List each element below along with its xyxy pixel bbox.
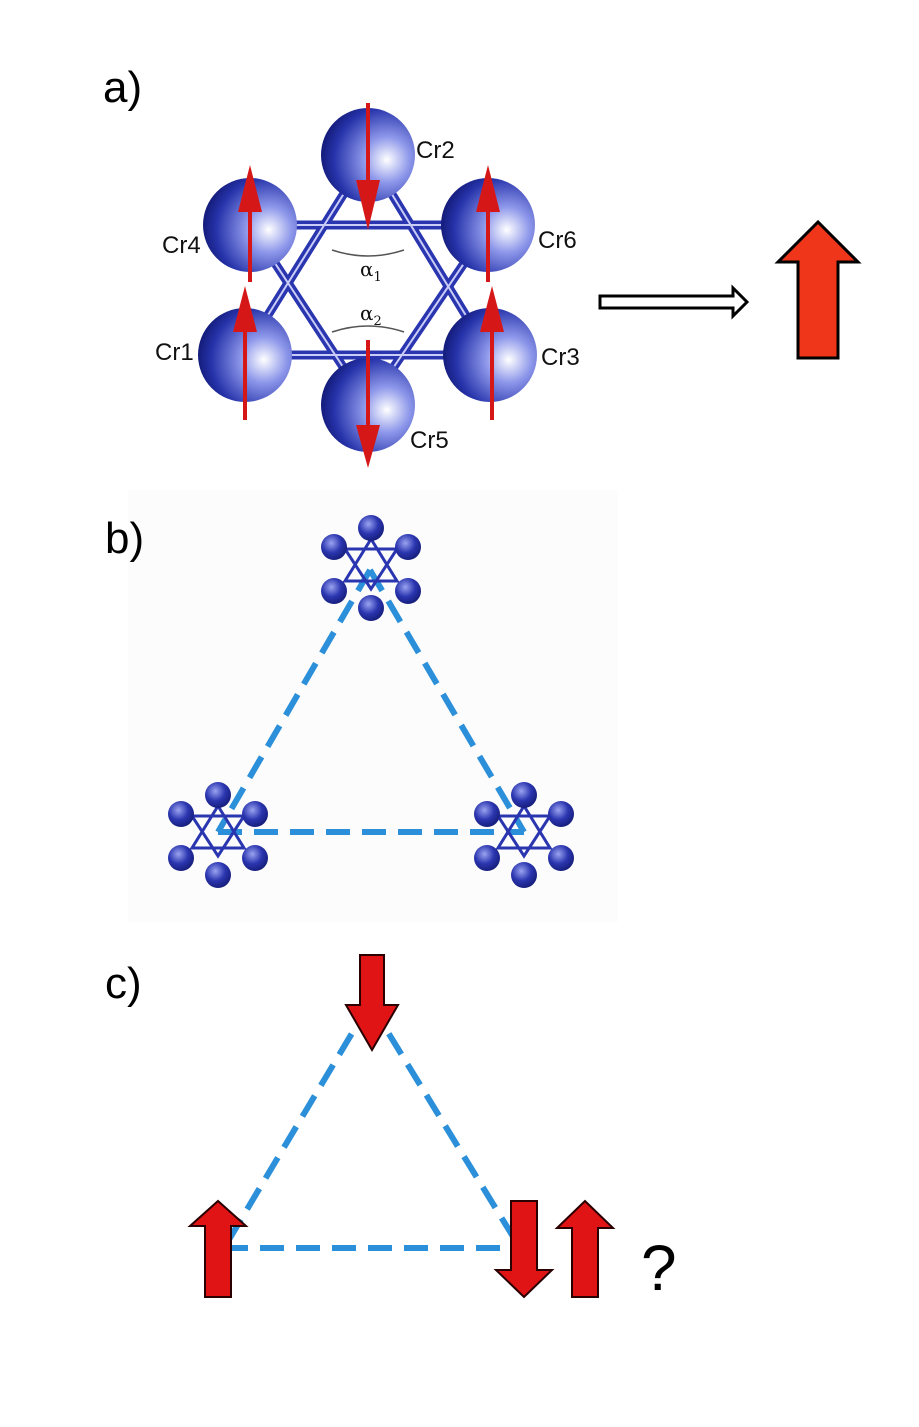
- atom-label-cr6: Cr6: [538, 227, 577, 254]
- atom: [358, 515, 384, 541]
- atom: [548, 845, 574, 871]
- atom: [511, 862, 537, 888]
- atom: [205, 782, 231, 808]
- panel-b: b): [105, 490, 618, 922]
- triangle-dashed: [215, 568, 527, 835]
- atom: [548, 801, 574, 827]
- atom-label-cr3: Cr3: [541, 344, 580, 371]
- frustration-question-mark: ?: [641, 1232, 677, 1304]
- net-spin-arrow-up: [774, 219, 862, 360]
- spin-arrow-bottom-right-down: [493, 1200, 555, 1299]
- spin-arrow-cr3-up: [480, 286, 504, 420]
- atom: [395, 578, 421, 604]
- atom: [395, 534, 421, 560]
- spin-arrow-cr5-down: [356, 340, 380, 468]
- atom: [511, 782, 537, 808]
- cr6-ring-top: [321, 515, 421, 621]
- spin-arrows: [233, 103, 504, 468]
- panel-c-label: c): [105, 959, 142, 1008]
- atom: [321, 534, 347, 560]
- panel-a: a) α1 α2: [103, 63, 862, 468]
- panel-c: c) ?: [105, 954, 677, 1304]
- angle-arc-alpha2: [331, 325, 405, 333]
- atom: [358, 595, 384, 621]
- atom: [474, 845, 500, 871]
- panel-a-label: a): [103, 63, 142, 112]
- spin-arrow-cr4-up: [238, 165, 262, 282]
- atom-label-cr1: Cr1: [155, 339, 194, 366]
- spin-arrow-bottom-left-up: [187, 1199, 249, 1298]
- atom: [474, 801, 500, 827]
- implies-arrow: [598, 284, 750, 320]
- atom-label-cr5: Cr5: [410, 427, 449, 454]
- atom-label-cr4: Cr4: [162, 232, 201, 259]
- atom: [168, 801, 194, 827]
- triangle-dashed-spins: [221, 1001, 523, 1251]
- spin-arrow-top-down: [344, 954, 400, 1052]
- angle-arc-alpha1: [331, 249, 405, 257]
- spin-arrow-cr6-up: [476, 165, 500, 282]
- atom: [321, 578, 347, 604]
- spin-arrow-cr1-up: [233, 286, 257, 420]
- atom: [242, 845, 268, 871]
- panel-b-label: b): [105, 514, 144, 563]
- panel-b-background: [128, 490, 618, 922]
- spin-arrow-bottom-right-up: [554, 1199, 616, 1298]
- angle-alpha1-label: α1: [360, 257, 382, 285]
- atom: [242, 801, 268, 827]
- spin-arrow-cr2-down: [356, 103, 380, 230]
- angle-alpha2-label: α2: [360, 301, 382, 329]
- atom: [168, 845, 194, 871]
- cr6-ring-bottom-left: [168, 782, 268, 888]
- cr6-ring-bottom-right: [474, 782, 574, 888]
- atom-label-cr2: Cr2: [416, 137, 455, 164]
- atom: [205, 862, 231, 888]
